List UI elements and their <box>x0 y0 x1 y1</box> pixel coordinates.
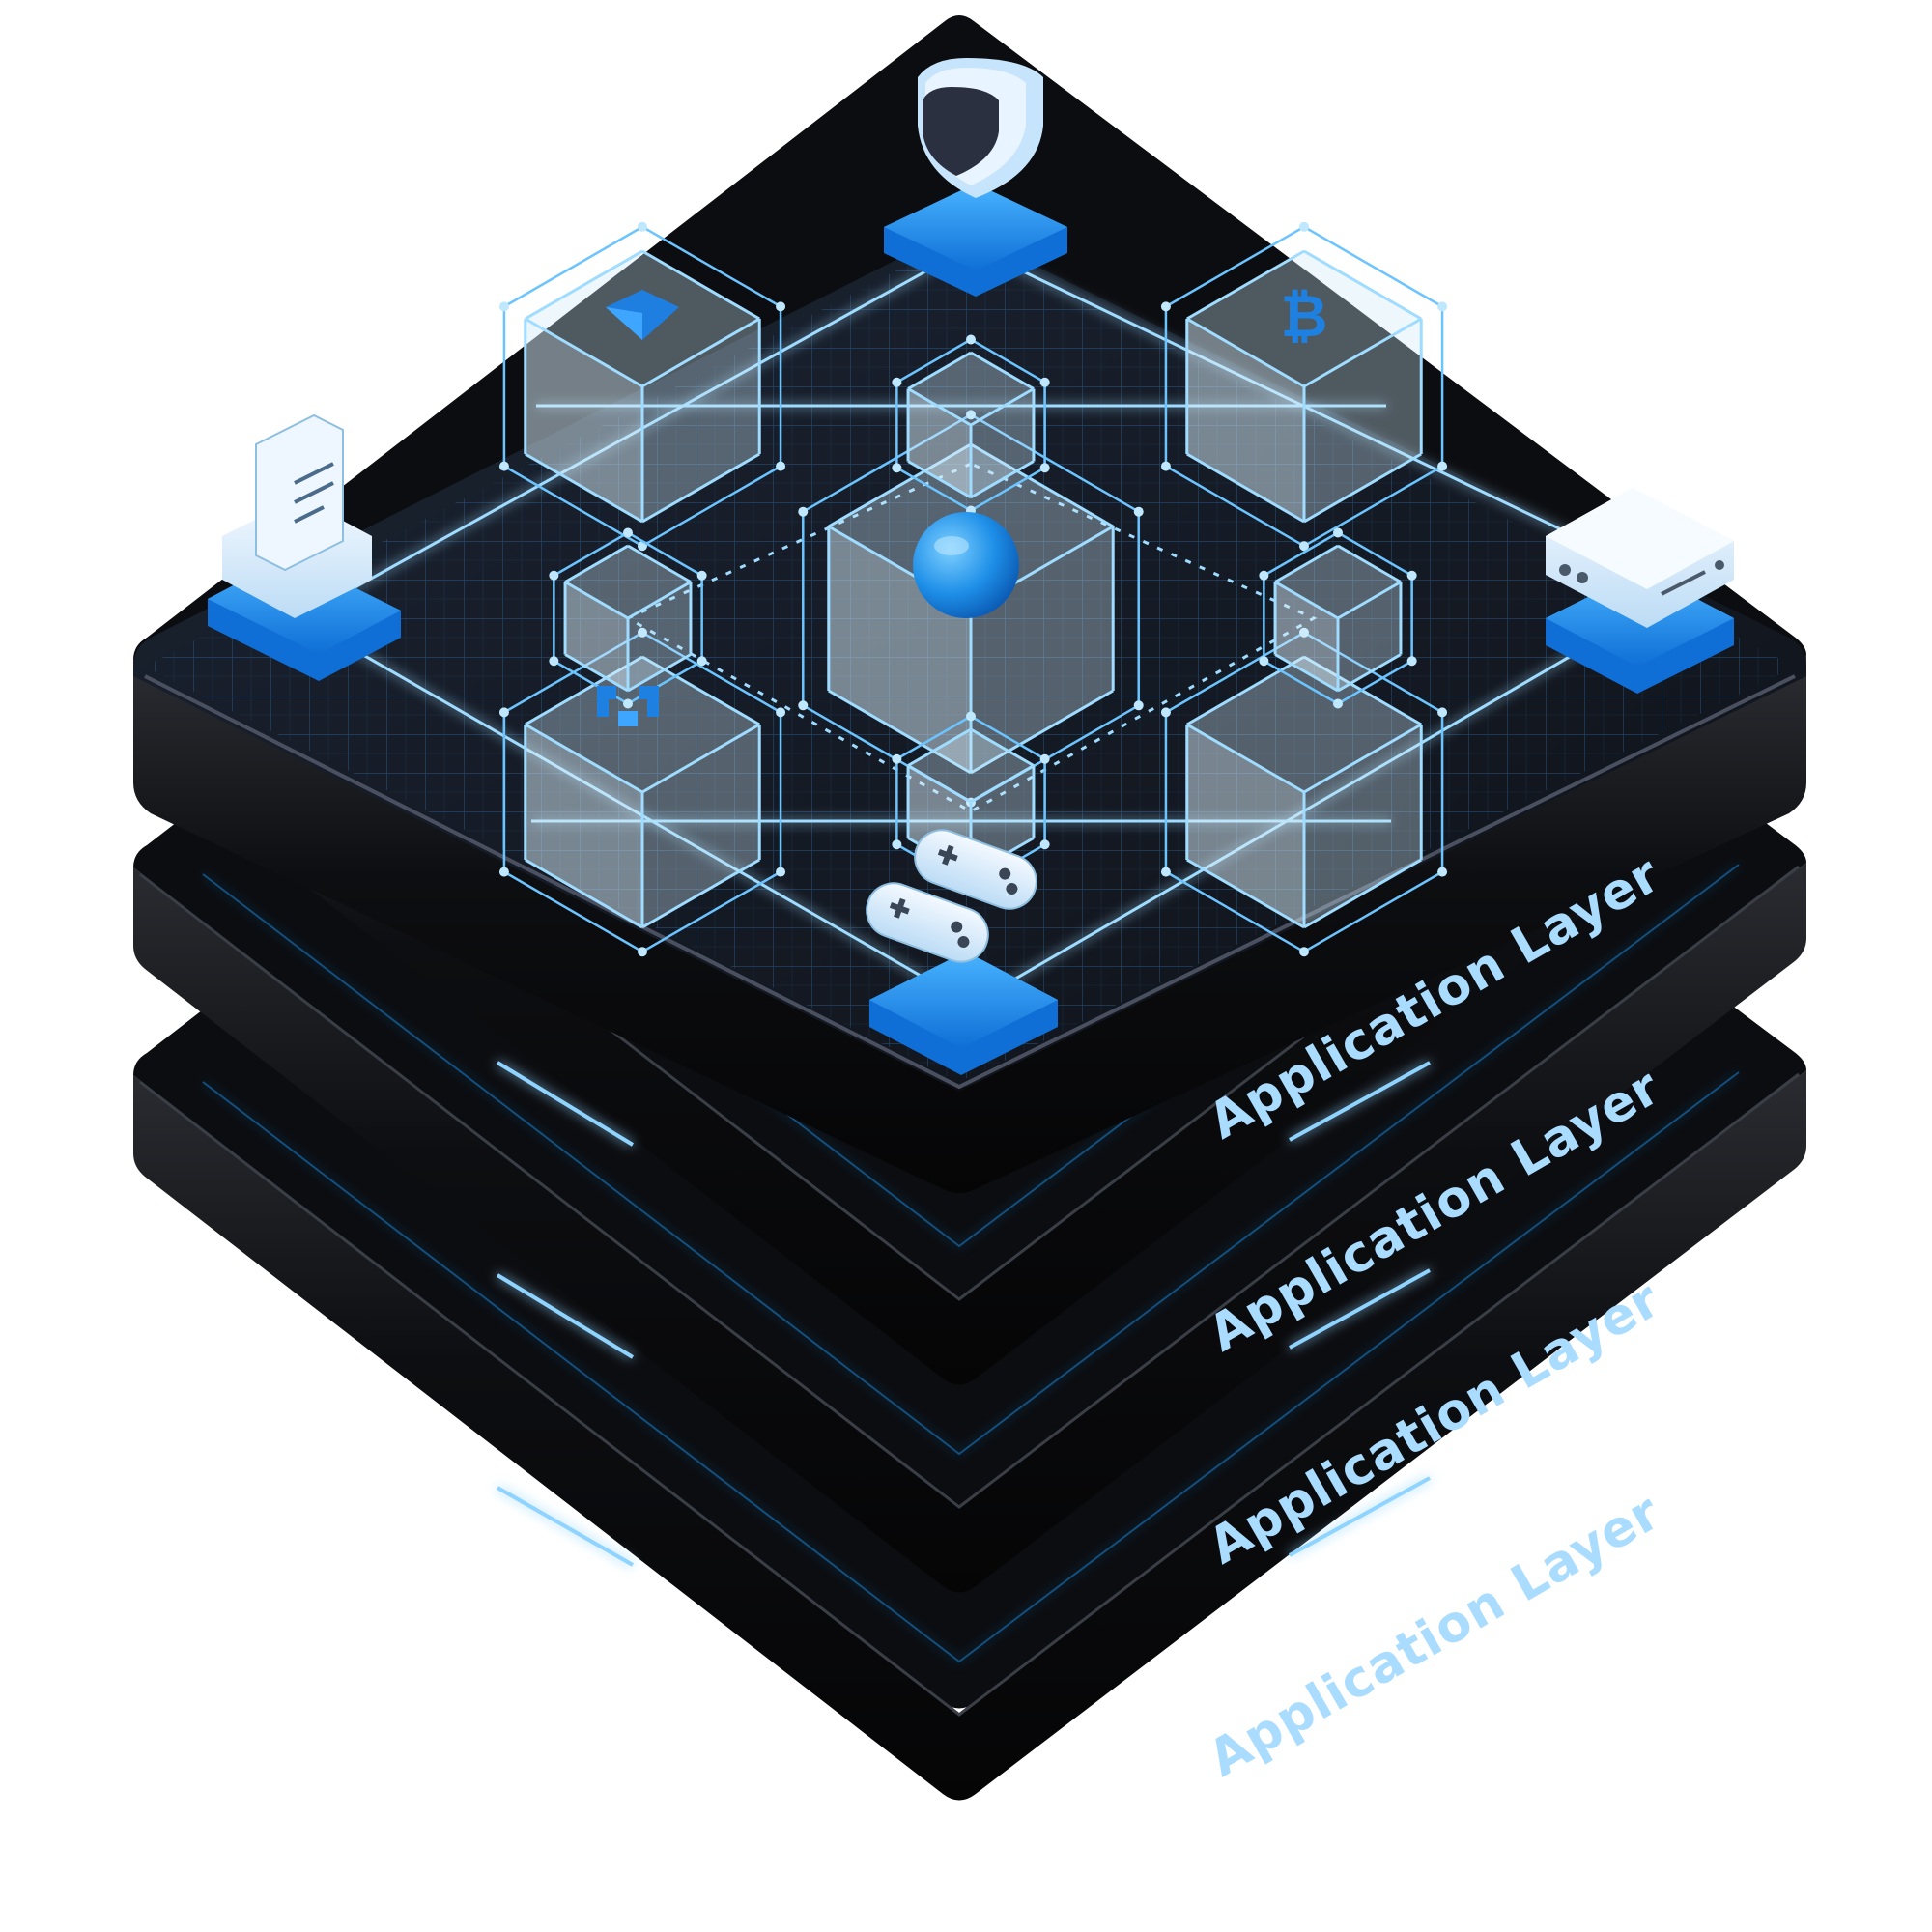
diamond-logo-icon <box>606 290 679 340</box>
cube-small-left <box>549 527 707 709</box>
svg-text:₿: ₿ <box>1281 283 1328 351</box>
gamepad-pad <box>869 952 1058 1075</box>
shield-icon <box>918 58 1043 198</box>
cube-top-left <box>498 221 786 552</box>
shield-pad <box>884 184 1067 297</box>
gamepad-icon <box>866 829 1037 963</box>
bitcoin-icon: ₿ <box>1281 283 1328 351</box>
side-connector-lines <box>496 1061 1431 1567</box>
document-stack-icon <box>222 413 372 618</box>
cube-group <box>498 221 1448 957</box>
cube-small-top <box>892 334 1050 516</box>
router-device-icon <box>1546 488 1734 628</box>
cube-bottom-right <box>1160 627 1448 957</box>
dotted-ring <box>624 462 1318 813</box>
cube-bottom-left <box>498 627 786 957</box>
square-logo-icon <box>597 686 659 726</box>
cube-top-right <box>1160 221 1448 552</box>
cube-small-right <box>1259 527 1417 709</box>
center-sphere-icon <box>913 512 1019 618</box>
